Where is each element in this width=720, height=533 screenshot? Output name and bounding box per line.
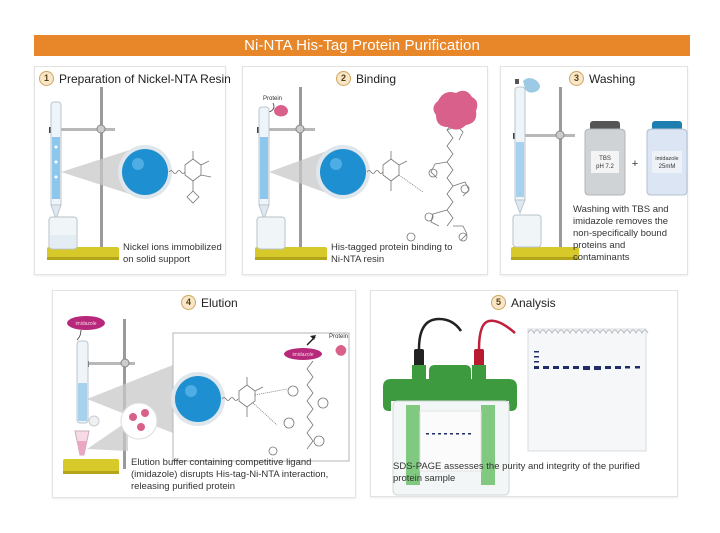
wash-buffer-drops xyxy=(523,78,540,93)
step-1-heading: 1 Preparation of Nickel-NTA Resin xyxy=(39,71,231,86)
elution-illustration: imidazole imidazole xyxy=(63,316,350,474)
step-number-badge: 2 xyxy=(336,71,351,86)
svg-text:pH 7.2: pH 7.2 xyxy=(596,164,614,170)
gel-box-lid xyxy=(383,379,517,411)
step-title: Analysis xyxy=(511,295,556,310)
imidazole-tag xyxy=(67,316,105,330)
gel-bands xyxy=(534,351,640,370)
gel-result xyxy=(527,328,647,452)
panel-step-1-preparation: 1 Preparation of Nickel-NTA Resin xyxy=(34,66,231,275)
svg-text:imidazole: imidazole xyxy=(292,352,313,358)
red-lead-wire xyxy=(477,319,516,350)
sds-page-illustration xyxy=(383,317,649,496)
step-3-heading: 3 Washing xyxy=(569,71,635,86)
step-title: Washing xyxy=(589,71,636,86)
black-lead-wire xyxy=(417,317,463,350)
diagram-title-banner: Ni-NTA His-Tag Protein Purification xyxy=(34,35,690,56)
panel-step-3-washing: 3 Washing TBS pH 7.2 + imidazole 25mM Wa… xyxy=(500,66,688,275)
step-title: Elution xyxy=(201,295,238,310)
step-title: Preparation of Nickel-NTA Resin xyxy=(59,71,231,86)
svg-text:TBS: TBS xyxy=(599,156,611,162)
svg-text:imidazole: imidazole xyxy=(75,321,96,327)
step-number-badge: 1 xyxy=(39,71,54,86)
stand-base xyxy=(47,247,119,260)
svg-text:+: + xyxy=(632,158,638,170)
step-5-heading: 5 Analysis xyxy=(491,295,556,310)
protein-blob-large xyxy=(433,90,478,130)
step-caption: Nickel ions immobilized on solid support xyxy=(123,242,222,265)
binding-illustration: Protein xyxy=(255,87,478,260)
column-setup-illustration xyxy=(47,87,212,260)
step-caption: SDS-PAGE assesses the purity and integri… xyxy=(393,461,640,484)
step-caption: Washing with TBS and imidazole removes t… xyxy=(573,204,669,263)
step-number-badge: 4 xyxy=(181,295,196,310)
step-4-heading: 4 Elution xyxy=(181,295,238,310)
svg-text:25mM: 25mM xyxy=(659,164,676,170)
step-title: Binding xyxy=(356,71,397,86)
washing-illustration: TBS pH 7.2 + imidazole 25mM xyxy=(511,78,688,260)
panel-step-4-elution: 4 Elution imidazole xyxy=(52,290,356,498)
step-number-badge: 5 xyxy=(491,295,506,310)
diagram-title: Ni-NTA His-Tag Protein Purification xyxy=(244,37,480,54)
protein-blob xyxy=(274,105,288,117)
protein-label: Protein xyxy=(263,96,282,102)
step-2-heading: 2 Binding xyxy=(336,71,396,86)
panel-step-5-analysis: 5 Analysis SDS-PAGE assesses the puri xyxy=(370,290,678,497)
svg-text:Protein: Protein xyxy=(329,334,348,340)
svg-text:imidazole: imidazole xyxy=(655,156,678,162)
step-caption: Elution buffer containing competitive li… xyxy=(131,457,329,492)
step-number-badge: 3 xyxy=(569,71,584,86)
step-caption: His-tagged protein binding to Ni-NTA res… xyxy=(331,242,453,265)
panel-step-2-binding: 2 Binding Protein His-tagge xyxy=(242,66,488,275)
imidazole-tag-detail xyxy=(284,348,322,360)
